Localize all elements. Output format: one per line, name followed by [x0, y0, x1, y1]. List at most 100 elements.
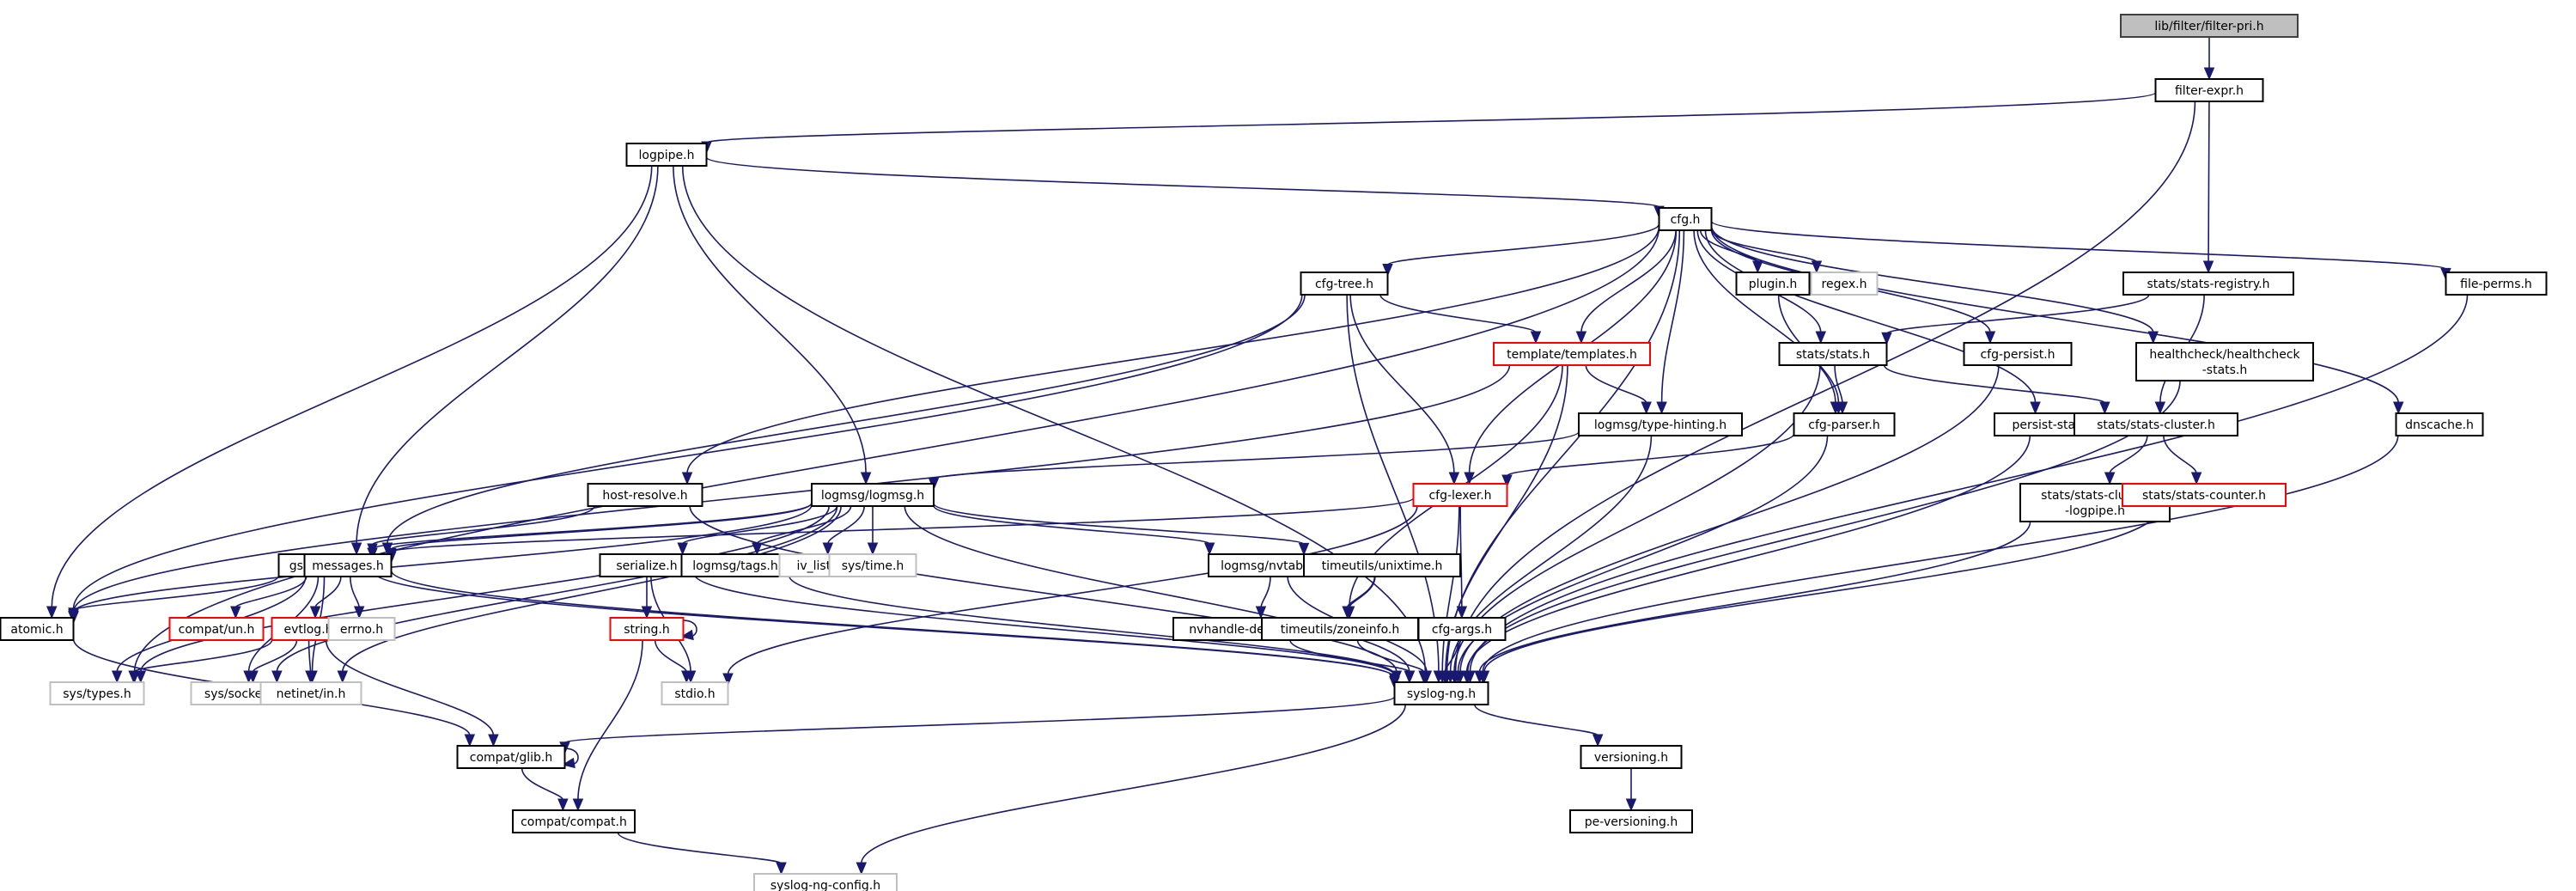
node-templates[interactable]: template/templates.h: [1493, 342, 1651, 366]
node-stats-registry[interactable]: stats/stats-registry.h: [2122, 272, 2294, 296]
edge-arrowhead: [1530, 331, 1542, 345]
node-box[interactable]: [2395, 412, 2484, 436]
node-box[interactable]: [1778, 342, 1888, 366]
node-atomic[interactable]: atomic.h: [0, 617, 75, 641]
node-file-perms[interactable]: file-perms.h: [2445, 272, 2548, 296]
node-box[interactable]: [2122, 272, 2294, 296]
node-string[interactable]: string.h: [609, 617, 685, 641]
node-box[interactable]: [2135, 342, 2314, 381]
node-box[interactable]: [625, 143, 708, 167]
node-versioning[interactable]: versioning.h: [1580, 745, 1683, 769]
node-sys-types[interactable]: sys/types.h: [49, 681, 145, 705]
node-box[interactable]: [1417, 617, 1507, 641]
edge-line: [314, 576, 342, 608]
node-stats[interactable]: stats/stats.h: [1778, 342, 1888, 366]
node-box[interactable]: [327, 617, 396, 641]
node-box[interactable]: [1578, 412, 1743, 436]
edge-arrowhead: [1255, 606, 1267, 619]
node-pe-versioning[interactable]: pe-versioning.h: [1569, 809, 1693, 833]
node-plugin[interactable]: plugin.h: [1735, 272, 1811, 296]
node-stats-cluster[interactable]: stats/stats-cluster.h: [2074, 412, 2238, 436]
node-sys-time[interactable]: sys/time.h: [828, 553, 917, 577]
edge-arrowhead: [2099, 401, 2110, 415]
edge-cfg-to-templates: [1575, 229, 1677, 345]
node-box[interactable]: [1810, 272, 1879, 296]
node-box[interactable]: [168, 617, 265, 641]
node-box[interactable]: [1963, 342, 2073, 366]
node-nvtable[interactable]: logmsg/nvtable.h: [1208, 553, 1338, 577]
edge-line: [2208, 101, 2210, 263]
node-box[interactable]: [303, 553, 393, 577]
node-box[interactable]: [49, 681, 145, 705]
node-box[interactable]: [587, 483, 703, 507]
node-stats-counter[interactable]: stats/stats-counter.h: [2122, 483, 2287, 507]
node-box[interactable]: [2074, 412, 2238, 436]
edge-compat-glib-to-compat-compat: [521, 767, 569, 812]
node-stdio[interactable]: stdio.h: [661, 681, 729, 705]
edge-zoneinfo-to-syslog-ng: [1356, 639, 1429, 684]
node-box[interactable]: [512, 809, 636, 833]
node-cfg-tree[interactable]: cfg-tree.h: [1300, 272, 1389, 296]
node-regex[interactable]: regex.h: [1810, 272, 1879, 296]
node-host-resolve[interactable]: host-resolve.h: [587, 483, 703, 507]
node-box[interactable]: [1793, 412, 1896, 436]
node-logpipe[interactable]: logpipe.h: [625, 143, 708, 167]
node-label: stats/stats-cluster.h: [2097, 418, 2215, 432]
node-compat-glib[interactable]: compat/glib.h: [456, 745, 566, 769]
node-cfg-persist[interactable]: cfg-persist.h: [1963, 342, 2073, 366]
node-box[interactable]: [1393, 681, 1489, 705]
node-label: -stats.h: [2202, 363, 2248, 377]
node-serialize[interactable]: serialize.h: [599, 553, 695, 577]
node-unixtime[interactable]: timeutils/unixtime.h: [1303, 553, 1461, 577]
node-box[interactable]: [1580, 745, 1683, 769]
node-box[interactable]: [456, 745, 566, 769]
node-box[interactable]: [599, 553, 695, 577]
node-dnscache[interactable]: dnscache.h: [2395, 412, 2484, 436]
node-cfg[interactable]: cfg.h: [1658, 207, 1713, 231]
node-box[interactable]: [2122, 483, 2287, 507]
node-box[interactable]: [609, 617, 685, 641]
node-box[interactable]: [1493, 342, 1651, 366]
edge-line: [827, 505, 865, 545]
node-cfg-lexer[interactable]: cfg-lexer.h: [1412, 483, 1508, 507]
edge-logmsg-to-sys-time: [867, 506, 879, 556]
node-box[interactable]: [753, 873, 898, 891]
node-box[interactable]: [2445, 272, 2548, 296]
node-box[interactable]: [661, 681, 729, 705]
node-netinet-in[interactable]: netinet/in.h: [259, 681, 362, 705]
node-zoneinfo[interactable]: timeutils/zoneinfo.h: [1261, 617, 1419, 641]
node-box[interactable]: [1658, 207, 1713, 231]
node-box[interactable]: [680, 553, 790, 577]
node-box[interactable]: [811, 483, 935, 507]
node-logmsg[interactable]: logmsg/logmsg.h: [811, 483, 935, 507]
node-root[interactable]: lib/filter/filter-pri.h: [2120, 14, 2299, 38]
node-filter-expr[interactable]: filter-expr.h: [2154, 78, 2264, 102]
node-box[interactable]: [0, 617, 75, 641]
node-errno[interactable]: errno.h: [327, 617, 396, 641]
node-compat-compat[interactable]: compat/compat.h: [512, 809, 636, 833]
node-cfg-args[interactable]: cfg-args.h: [1417, 617, 1507, 641]
node-box[interactable]: [2120, 14, 2299, 38]
node-tags[interactable]: logmsg/tags.h: [680, 553, 790, 577]
node-cfg-parser[interactable]: cfg-parser.h: [1793, 412, 1896, 436]
edge-arrowhead: [1342, 606, 1353, 619]
edge-line: [350, 576, 360, 608]
node-syslog-ng[interactable]: syslog-ng.h: [1393, 681, 1489, 705]
node-box[interactable]: [828, 553, 917, 577]
edge-arrowhead: [722, 673, 734, 687]
node-compat-un[interactable]: compat/un.h: [168, 617, 265, 641]
node-box[interactable]: [2154, 78, 2264, 102]
node-box[interactable]: [1735, 272, 1811, 296]
node-box[interactable]: [1300, 272, 1389, 296]
edge-cfg-to-regex: [1710, 229, 1823, 274]
node-box[interactable]: [1412, 483, 1508, 507]
node-type-hinting[interactable]: logmsg/type-hinting.h: [1578, 412, 1743, 436]
edge-arrowhead: [230, 606, 241, 619]
node-healthcheck[interactable]: healthcheck/healthcheck-stats.h: [2135, 342, 2314, 381]
edge-arrowhead: [2203, 67, 2215, 81]
node-messages[interactable]: messages.h: [303, 553, 393, 577]
node-box[interactable]: [1303, 553, 1461, 577]
node-syslog-ng-config[interactable]: syslog-ng-config.h: [753, 873, 898, 891]
node-box[interactable]: [1569, 809, 1693, 833]
node-box[interactable]: [259, 681, 362, 705]
